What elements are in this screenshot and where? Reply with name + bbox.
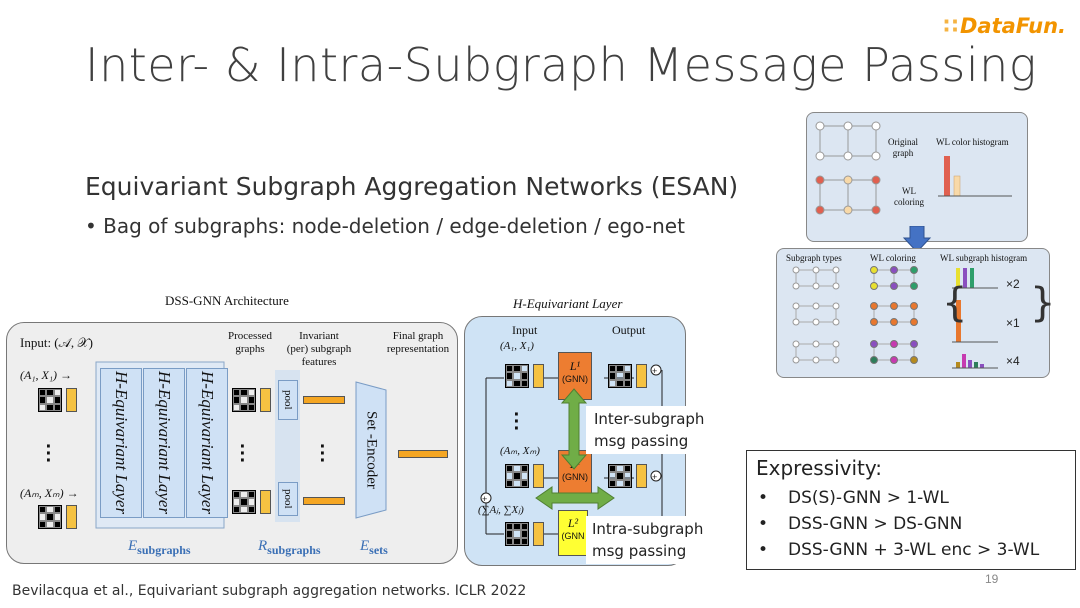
h-equivariant-layer-2: H-Equivariant Layer — [143, 368, 185, 518]
set-encoder-label-wrap: Set -Encoder — [354, 380, 388, 520]
bullet-item: • Bag of subgraphs: node-deletion / edge… — [85, 214, 685, 238]
heq-input-matrix-icon — [505, 364, 529, 388]
citation-caption: Bevilacqua et al., Equivariant subgraph … — [12, 583, 527, 599]
expressivity-box — [746, 450, 1076, 570]
heq-in-last: (Aₘ, Xₘ) — [500, 445, 540, 457]
invariant-feature-bar — [303, 396, 345, 404]
datafun-logo: ∷DataFun. — [943, 14, 1066, 38]
wl-subgraph-histograms — [952, 268, 998, 369]
wl-graphs-top — [815, 121, 881, 215]
feature-bar-icon — [66, 505, 77, 529]
expressivity-title: Expressivity: — [756, 456, 883, 480]
pool-box-top: pool — [278, 380, 298, 420]
feature-bar-icon — [66, 388, 77, 412]
vertical-dots-icon: ··· — [45, 436, 53, 472]
pool-box-bottom: pool — [278, 482, 298, 516]
feature-bar-icon — [260, 490, 271, 514]
feature-bar-icon — [260, 388, 271, 412]
heq-output-label: Output — [612, 323, 646, 337]
processed-matrix-icon — [232, 490, 256, 514]
dss-input-last: (Aₘ, Xₘ) → — [20, 486, 79, 500]
wl-top-panel — [806, 112, 1028, 242]
r-subgraphs-label: Rsubgraphs — [258, 538, 321, 557]
heq-output-matrix-icon — [608, 364, 632, 388]
adjacency-matrix-icon — [38, 388, 62, 412]
svg-text:+: + — [652, 366, 657, 376]
heq-output-matrix-icon — [608, 464, 632, 488]
vertical-dots-icon: ··· — [239, 436, 247, 472]
right-brace-icon: } — [1030, 280, 1056, 326]
feature-bar-icon — [533, 464, 544, 488]
multiplier-x4: ×4 — [1006, 354, 1020, 368]
final-representation-bar — [398, 450, 448, 458]
heq-sum-matrix-icon — [505, 522, 529, 546]
multiplier-x1: ×1 — [1006, 316, 1020, 330]
vertical-dots-icon: ··· — [319, 436, 327, 472]
page-number: 19 — [985, 572, 999, 586]
vertical-dots-icon: ··· — [513, 404, 521, 440]
e-sets-label: Esets — [360, 538, 388, 557]
wl-coloring-label: WL coloring — [870, 253, 916, 263]
wl-color-histogram — [938, 156, 1012, 197]
processed-matrix-icon — [232, 388, 256, 412]
dss-input-label: Input: (𝒜, 𝒳) — [20, 335, 93, 350]
svg-text:+: + — [652, 472, 657, 482]
e-subgraphs-label: Esubgraphs — [128, 538, 191, 557]
inter-subgraph-label-box — [586, 406, 720, 454]
feature-bar-icon — [533, 364, 544, 388]
intra-subgraph-label-box — [586, 516, 714, 564]
expressivity-item: •DSS-GNN > DS-GNN — [758, 514, 963, 534]
l2-gnn-box: L² (GNN — [558, 510, 588, 556]
dss-figure-title: DSS-GNN Architecture — [165, 293, 289, 308]
expressivity-item: •DSS-GNN + 3-WL enc > 3-WL — [758, 540, 1040, 560]
h-equivariant-layer-1: H-Equivariant Layer — [100, 368, 142, 518]
set-encoder-label: Set -Encoder — [363, 411, 380, 489]
heq-in-first: (A₁, X₁) — [500, 340, 534, 352]
slide-subtitle: Equivariant Subgraph Aggregation Network… — [85, 172, 739, 201]
feature-bar-icon — [636, 464, 647, 488]
invariant-feature-bar — [303, 497, 345, 505]
wl-subgraph-grids — [792, 266, 918, 364]
h-equivariant-layer-3: H-Equivariant Layer — [186, 368, 228, 518]
set-encoder-shape — [355, 381, 387, 519]
heq-figure-title: H-Equivariant Layer — [513, 296, 623, 311]
feature-bar-icon — [533, 522, 544, 546]
heq-input-label: Input — [512, 323, 538, 337]
dss-input-first: (A₁, X₁) → — [20, 368, 72, 382]
svg-text:+: + — [482, 494, 487, 504]
subgraph-types-label: Subgraph types — [786, 253, 842, 263]
down-arrow-icon — [902, 226, 932, 253]
slide-title: Inter- & Intra-Subgraph Message Passing — [85, 38, 1037, 92]
multiplier-x2: ×2 — [1006, 277, 1020, 291]
wl-color-histogram-label: WL color histogram — [936, 137, 1009, 147]
adjacency-matrix-icon — [38, 505, 62, 529]
wl-subgraph-histogram-label: WL subgraph histogram — [940, 253, 1028, 263]
left-brace-icon: { — [942, 280, 968, 326]
heq-sum-label: (∑Aⱼ, ∑Xⱼ) — [478, 504, 524, 516]
heq-input-matrix-icon — [505, 464, 529, 488]
expressivity-item: •DS(S)-GNN > 1-WL — [758, 488, 949, 508]
feature-bar-icon — [636, 364, 647, 388]
green-arrows — [535, 388, 615, 510]
